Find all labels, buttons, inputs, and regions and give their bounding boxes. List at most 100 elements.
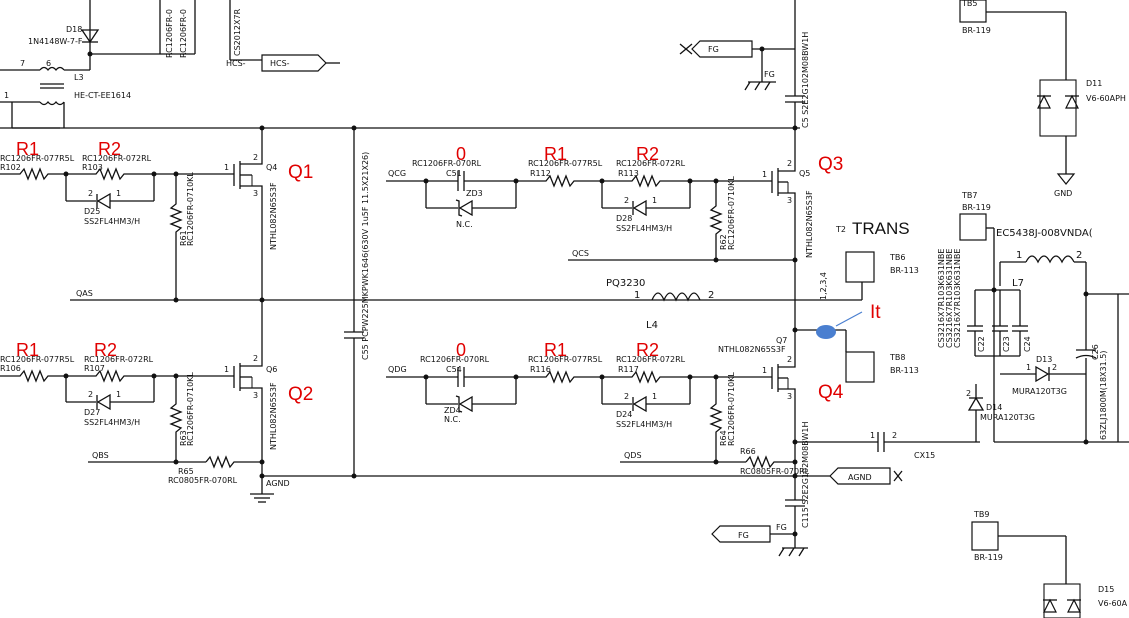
q4-pin: 2: [253, 153, 258, 162]
tb9-ref: TB9: [973, 510, 989, 519]
zd4-zener-icon: [458, 395, 473, 413]
q5-pin: 1: [762, 170, 767, 179]
r61-resistor: [169, 174, 183, 300]
junction: [792, 257, 798, 263]
tb6-ref: TB6: [889, 253, 905, 262]
q6-pin: 3: [253, 391, 258, 400]
junction: [991, 287, 997, 293]
junction: [1083, 439, 1089, 445]
d18-ref: D18: [66, 25, 82, 34]
fg-gnd-label: FG: [764, 70, 775, 79]
d14-pin: 2: [966, 389, 971, 398]
r66-ref: R66: [740, 447, 756, 456]
tb5-ref: TB5: [961, 0, 977, 8]
it-pointer: [835, 311, 863, 327]
r2-annotation: R2: [98, 139, 121, 159]
tb8-ref: TB8: [889, 353, 905, 362]
junction: [792, 531, 798, 537]
d24-part: SS2FL4HM3/H: [616, 420, 672, 429]
l4-ref: L4: [646, 320, 658, 331]
qdg-label: QDG: [388, 365, 407, 374]
tb7-part: BR-119: [962, 203, 991, 212]
d14-part: MURA120T3G: [980, 413, 1035, 422]
fg-chassis: [788, 547, 795, 557]
l4-pin: 2: [708, 290, 714, 301]
current-probe-marker: [816, 325, 836, 339]
r2-annotation: R2: [636, 144, 659, 164]
d25-pin: 1: [116, 189, 121, 198]
zd3-nc: N.C.: [456, 220, 473, 229]
c23-ref: C23: [1002, 336, 1011, 352]
junction: [173, 459, 179, 465]
l3-coil-bottom: [39, 100, 65, 106]
c-top-part: C5 S2E2G102M08BW1H: [801, 32, 810, 128]
gnd-icon: [1056, 173, 1076, 185]
zd4-bar: [455, 395, 463, 413]
res-b-part: RC1206FR-0: [179, 9, 188, 58]
d28-part: SS2FL4HM3/H: [616, 224, 672, 233]
q1-annotation: Q1: [288, 162, 313, 183]
q5-drain: [778, 128, 796, 172]
zd3-bar: [455, 199, 463, 217]
tb5-terminal: [959, 0, 987, 23]
r61-part: RC1206FR-0710KL: [186, 172, 195, 246]
r63-resistor: [169, 376, 183, 462]
r62-ref: R62: [719, 234, 728, 250]
no-connect: [679, 43, 693, 55]
d25-part: SS2FL4HM3/H: [84, 217, 140, 226]
r116-ref: R116: [530, 365, 551, 374]
q6-ref: Q6: [266, 365, 277, 374]
l3-ref: L3: [74, 73, 84, 82]
c26-part: 63ZLJ1800M(18X31.5): [1099, 351, 1108, 440]
r112-resistor: [516, 174, 602, 188]
r2-annotation: R2: [94, 340, 117, 360]
r64-resistor: [709, 377, 723, 462]
qds-label: QDS: [624, 451, 642, 460]
r63-ref: R63: [179, 430, 188, 446]
qas-label: QAS: [76, 289, 93, 298]
r66-part: RC0805FR-070RL: [740, 467, 810, 476]
r66-resistor: [745, 455, 795, 469]
no-connect: [893, 470, 903, 482]
d15-part: V6-60A: [1098, 599, 1128, 608]
d14-ref: D14: [986, 403, 1002, 412]
qbs-label: QBS: [92, 451, 109, 460]
tb8-part: BR-113: [890, 366, 919, 375]
q2-gate-block: R1 R2 RC1206FR-077R5L RC1206FR-072RL R10…: [0, 300, 795, 503]
zero-annotation: 0: [456, 144, 466, 164]
r113-resistor: [602, 174, 690, 188]
zd4-nc: N.C.: [444, 415, 461, 424]
d15-ref: D15: [1098, 585, 1114, 594]
r106-ref: R106: [0, 364, 21, 373]
r65-resistor: [205, 455, 262, 469]
r102-ref: R102: [0, 163, 21, 172]
d24-ref: D24: [616, 410, 632, 419]
c51-ref: C51: [446, 169, 462, 178]
zd3-zener-icon: [458, 199, 473, 217]
fg-chassis: [798, 547, 805, 557]
tb9-terminal: [971, 521, 999, 551]
l3-pin: 1: [4, 91, 9, 100]
q6-drain: [240, 300, 263, 367]
cs-caps-part: CS3216X7R103K631NBE: [945, 249, 954, 348]
l7-ref: L7: [1012, 278, 1024, 289]
c55-capacitor: C55 PCPW225MKPWK1646(630V 1u5F 11.5X21X2…: [344, 128, 370, 476]
d28-pin: 1: [652, 196, 657, 205]
qcs-label: QCS: [572, 249, 589, 258]
q7-pin: 2: [787, 355, 792, 364]
qas-net: QAS: [70, 289, 862, 303]
center-magnetics: PQ3230 1 2 L4 T2 TRANS 1,2,3,4 TB6 BR-11…: [606, 219, 980, 460]
junction: [259, 459, 265, 465]
r1-annotation: R1: [544, 144, 567, 164]
d27-ref: D27: [84, 408, 100, 417]
top-area: 7 6 1 L3 HE-CT-EE1614 D18 1N4148W-7-F RC…: [0, 0, 810, 131]
d15-diode-icon: [1067, 598, 1081, 613]
fg-chassis: [778, 547, 785, 557]
c54-part: RC1206FR-070RL: [420, 355, 490, 364]
d18-diode-icon: [80, 29, 100, 44]
r64-ref: R64: [719, 430, 728, 446]
cx-ref: CX15: [914, 451, 935, 460]
l3-coil-top: [39, 66, 65, 72]
r117-part: RC1206FR-072RL: [616, 355, 686, 364]
d24-pin: 1: [652, 392, 657, 401]
